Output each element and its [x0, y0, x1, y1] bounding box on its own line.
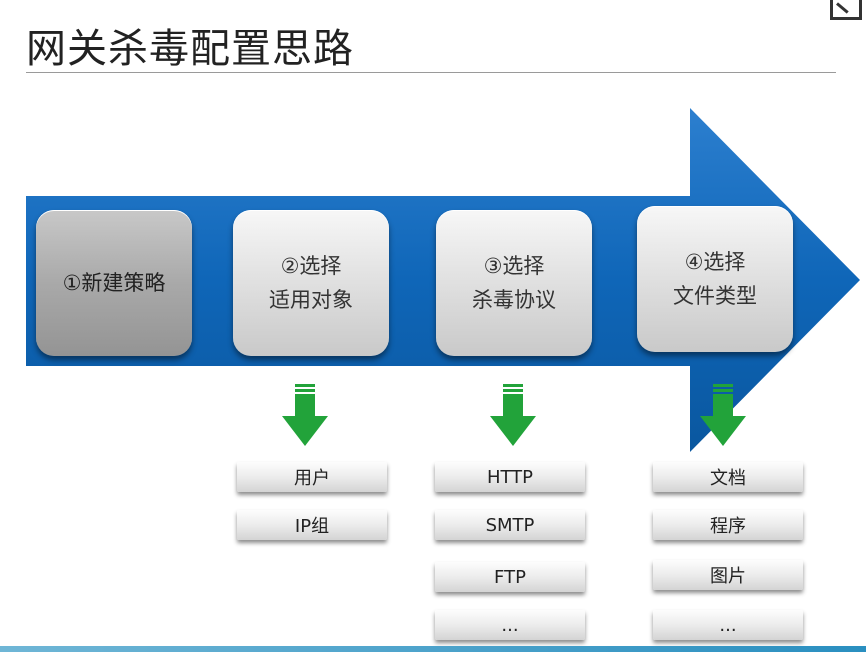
step-1-label: ①新建策略	[62, 271, 166, 295]
file-type-item-program: 程序	[653, 510, 803, 540]
protocol-item-smtp: SMTP	[435, 510, 585, 540]
step-2-label-2: 适用对象	[269, 288, 353, 312]
step-2-label-1: ②选择	[280, 254, 342, 278]
step-3-label-1: ③选择	[483, 254, 545, 278]
step-3-box: ③选择 杀毒协议	[436, 210, 592, 356]
step-4-label-1: ④选择	[684, 250, 746, 274]
step-2-box: ②选择 适用对象	[233, 210, 389, 356]
step-4-label-2: 文件类型	[673, 284, 757, 308]
step-4-box: ④选择 文件类型	[637, 206, 793, 352]
bottom-accent-bar	[0, 646, 866, 652]
protocol-item-http: HTTP	[435, 462, 585, 492]
page-title: 网关杀毒配置思路	[26, 26, 354, 72]
object-item-ip-group: IP组	[237, 510, 387, 540]
file-type-item-more: ...	[653, 610, 803, 640]
object-item-user: 用户	[237, 462, 387, 492]
step-3-label-2: 杀毒协议	[472, 288, 556, 312]
file-type-item-document: 文档	[653, 462, 803, 492]
step-1-box: ①新建策略	[36, 210, 192, 356]
restore-icon[interactable]	[830, 0, 862, 20]
green-down-arrow-icon	[490, 384, 536, 446]
title-divider	[26, 72, 836, 73]
protocol-item-ftp: FTP	[435, 562, 585, 592]
green-down-arrow-icon	[282, 384, 328, 446]
file-type-item-image: 图片	[653, 560, 803, 590]
protocol-item-more: ...	[435, 610, 585, 640]
green-down-arrow-icon	[700, 384, 746, 446]
